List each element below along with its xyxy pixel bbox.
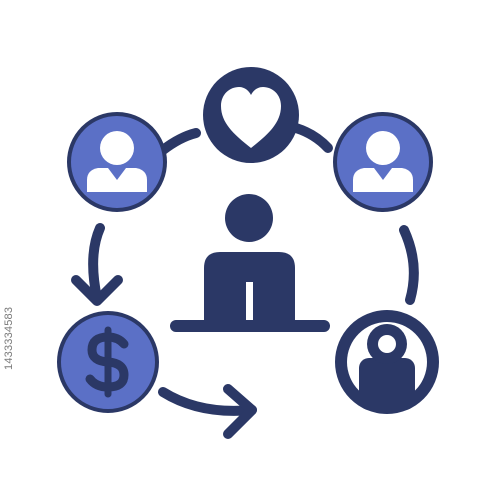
person-node-top-left: [67, 112, 167, 212]
connector-heart-to-right: [291, 123, 333, 153]
user-icon: [353, 131, 413, 192]
center-person: [170, 194, 330, 332]
person-node-bottom-right: [335, 310, 439, 414]
user-icon: [87, 131, 147, 192]
dollar-node: [57, 311, 159, 413]
connector-right-to-bottom: [399, 225, 419, 305]
heart-icon: [221, 87, 281, 148]
person-at-desk-icon: [170, 194, 330, 332]
heart-node: [203, 67, 299, 163]
arrow-right-icon: [158, 384, 257, 439]
dollar-icon: [85, 326, 129, 398]
connector-heart-to-left: [158, 128, 201, 155]
user-icon: [359, 324, 415, 410]
arrow-down-icon: [71, 223, 123, 306]
person-node-top-right: [333, 112, 433, 212]
stock-id-watermark: 1433334583: [0, 0, 20, 500]
stock-id-text: 1433334583: [3, 306, 15, 370]
